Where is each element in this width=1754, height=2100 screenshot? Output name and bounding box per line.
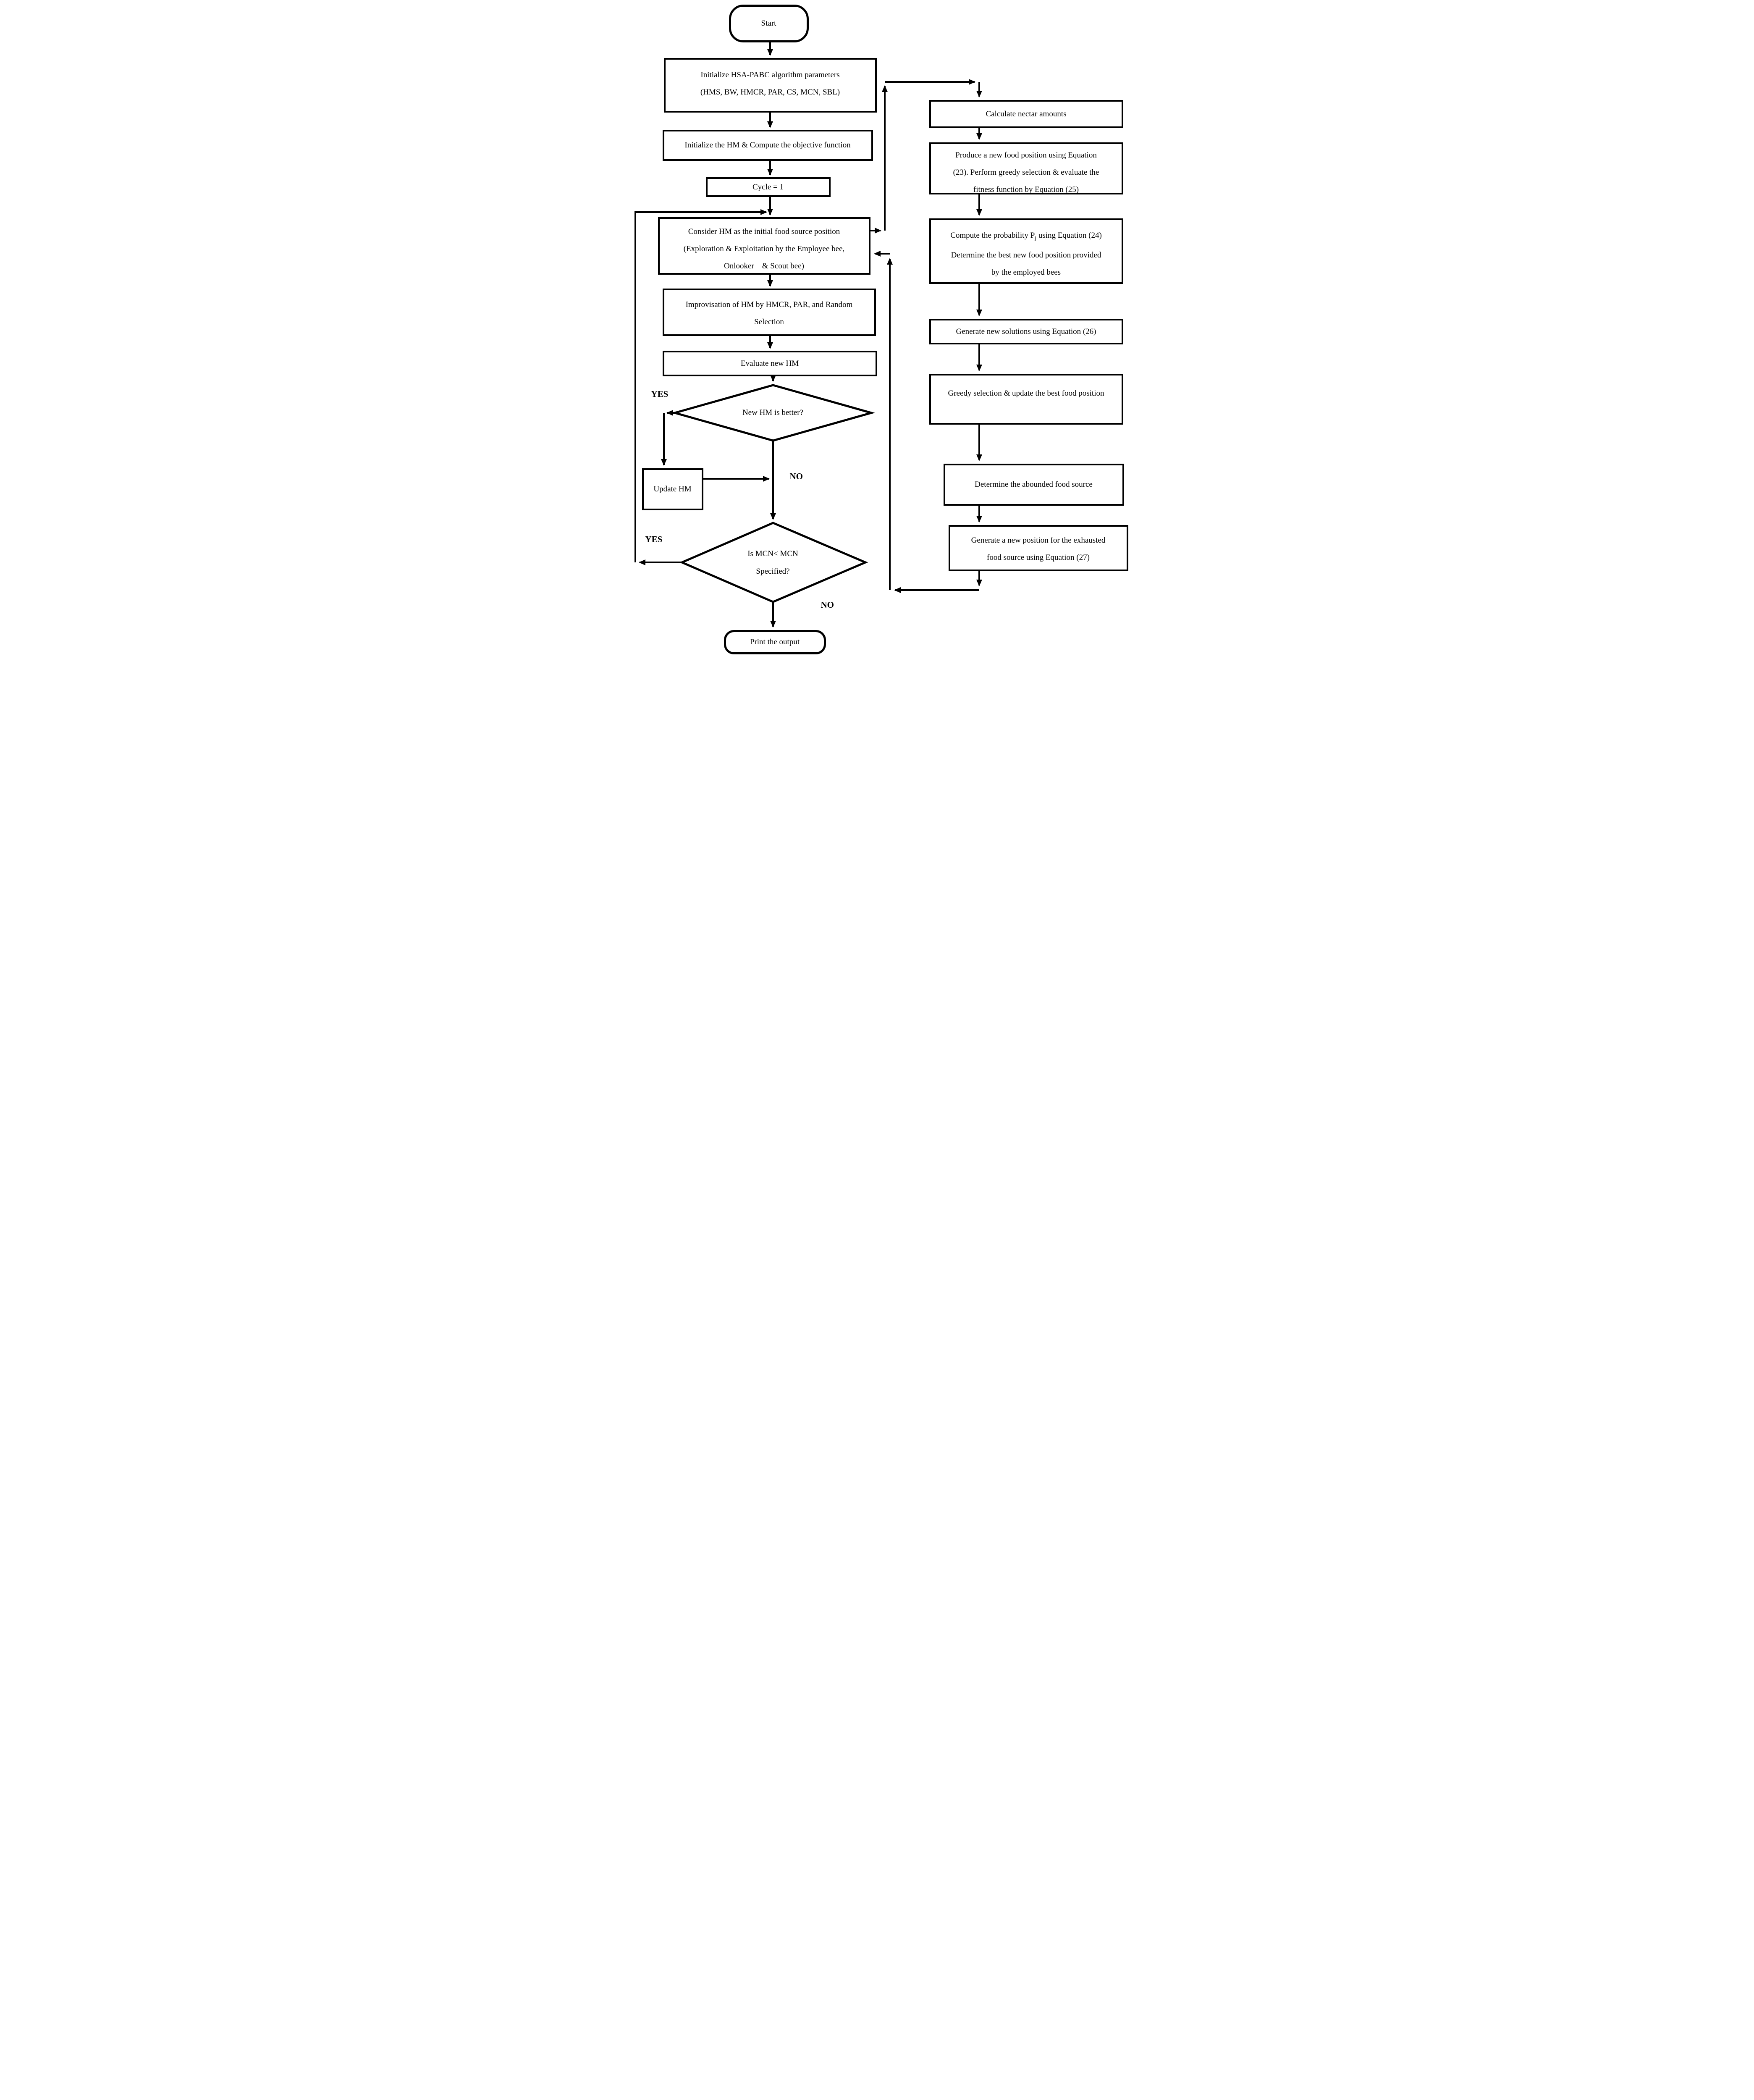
decision-mcn-diamond bbox=[679, 522, 868, 603]
compute-prob-node: Compute the probability Pj using Equatio… bbox=[929, 218, 1123, 284]
init-params-node: Initialize HSA-PABC algorithm parameters… bbox=[663, 58, 877, 113]
print-output-label: Print the output bbox=[750, 638, 800, 646]
consider-hm-line2: (Exploration & Exploitation by the Emplo… bbox=[683, 244, 845, 253]
decision-new-hm-label: New HM is better? bbox=[742, 408, 804, 417]
flowchart-connectors bbox=[634, 42, 982, 627]
init-hm-node: Initialize the HM & Compute the objectiv… bbox=[662, 130, 873, 161]
decision-new-hm-text: New HM is better? bbox=[710, 405, 836, 420]
calc-nectar-node: Calculate nectar amounts bbox=[929, 100, 1123, 128]
greedy-selection-node: Greedy selection & update the best food … bbox=[929, 374, 1123, 425]
no-label-new-hm: NO bbox=[789, 471, 803, 481]
generate-solutions-label: Generate new solutions using Equation (2… bbox=[956, 327, 1096, 336]
evaluate-label: Evaluate new HM bbox=[740, 359, 799, 368]
determine-abounded-node: Determine the abounded food source bbox=[943, 464, 1124, 506]
generate-position-node: Generate a new position for the exhauste… bbox=[948, 525, 1128, 571]
edge-yes-loop-up bbox=[634, 209, 767, 562]
consider-hm-line1: Consider HM as the initial food source p… bbox=[688, 227, 840, 236]
compute-prob-line2: Determine the best new food position pro… bbox=[951, 250, 1101, 260]
update-hm-node: Update HM bbox=[642, 468, 703, 510]
produce-food-line3: fitness function by Equation (25) bbox=[973, 185, 1079, 194]
produce-food-line1: Produce a new food position using Equati… bbox=[955, 151, 1097, 160]
yes-label-new-hm: YES bbox=[651, 389, 669, 399]
decision-mcn-line2: Specified? bbox=[756, 567, 790, 576]
generate-position-line1: Generate a new position for the exhauste… bbox=[971, 536, 1106, 545]
decision-new-hm-diamond bbox=[671, 384, 875, 442]
compute-prob-line3: by the employed bees bbox=[991, 268, 1061, 277]
flowchart-canvas: Start Print the output Initialize HSA-PA… bbox=[625, 0, 1129, 656]
init-params-line1: Initialize HSA-PABC algorithm parameters bbox=[700, 71, 840, 79]
improvisation-node: Improvisation of HM by HMCR, PAR, and Ra… bbox=[662, 289, 876, 336]
calc-nectar-label: Calculate nectar amounts bbox=[986, 109, 1067, 118]
cycle-node: Cycle = 1 bbox=[705, 177, 831, 197]
produce-food-node: Produce a new food position using Equati… bbox=[929, 142, 1123, 194]
init-params-line2: (HMS, BW, HMCR, PAR, CS, MCN, SBL) bbox=[700, 88, 840, 97]
produce-food-line2: (23). Perform greedy selection & evaluat… bbox=[953, 168, 1099, 177]
compute-prob-line1-sub: j bbox=[1035, 234, 1037, 241]
update-hm-label: Update HM bbox=[653, 485, 692, 494]
evaluate-node: Evaluate new HM bbox=[662, 351, 877, 376]
start-node: Start bbox=[729, 5, 809, 42]
cycle-label: Cycle = 1 bbox=[752, 182, 784, 192]
determine-abounded-label: Determine the abounded food source bbox=[975, 480, 1093, 489]
generate-solutions-node: Generate new solutions using Equation (2… bbox=[929, 319, 1123, 344]
yes-label-mcn: YES bbox=[645, 534, 663, 544]
consider-hm-line3: Onlooker & Scout bee) bbox=[724, 262, 804, 270]
improvisation-line1: Improvisation of HM by HMCR, PAR, and Ra… bbox=[685, 300, 853, 309]
decision-mcn-text: Is MCN< MCN Specified? bbox=[723, 545, 823, 580]
print-output-node: Print the output bbox=[724, 630, 826, 654]
init-hm-label: Initialize the HM & Compute the objectiv… bbox=[684, 141, 851, 150]
decision-mcn-line1: Is MCN< MCN bbox=[747, 549, 798, 558]
improvisation-line2: Selection bbox=[754, 318, 784, 326]
consider-hm-node: Consider HM as the initial food source p… bbox=[658, 217, 870, 275]
compute-prob-line1-post: using Equation (24) bbox=[1036, 231, 1102, 240]
greedy-selection-label: Greedy selection & update the best food … bbox=[948, 389, 1104, 398]
generate-position-line2: food source using Equation (27) bbox=[987, 553, 1090, 562]
compute-prob-line1-pre: Compute the probability P bbox=[950, 231, 1035, 240]
no-label-mcn: NO bbox=[821, 600, 834, 610]
compute-prob-line1: Compute the probability Pj using Equatio… bbox=[931, 227, 1122, 247]
start-label: Start bbox=[761, 19, 776, 28]
